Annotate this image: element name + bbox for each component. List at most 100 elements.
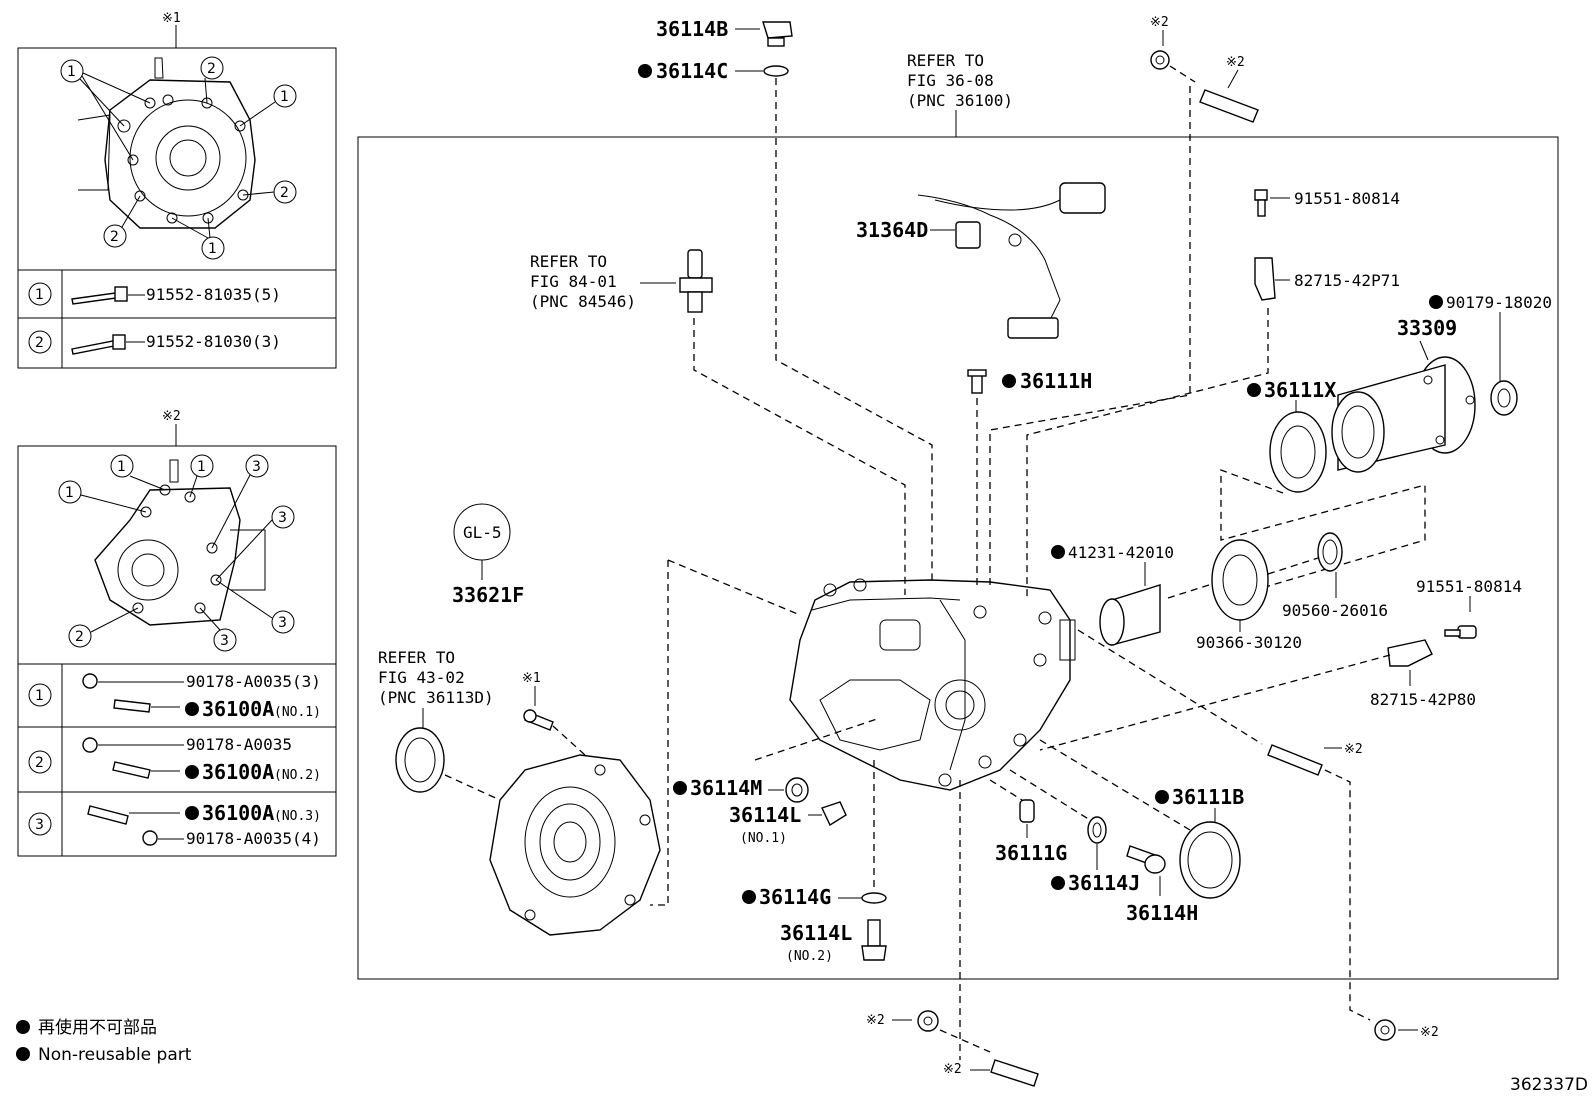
- mark-label: ※1: [522, 671, 541, 686]
- ref-line: (PNC 36100): [907, 91, 1013, 110]
- inset-1-callouts: 1 2 1 2 2 1: [60, 56, 297, 260]
- callout: 1: [208, 241, 217, 257]
- part-number: 36114G: [759, 885, 831, 909]
- part-note: (NO.2): [786, 949, 833, 964]
- differential-case: [789, 578, 1076, 791]
- part-number: 41231-42010: [1068, 543, 1174, 562]
- part-number: 36114L: [729, 803, 801, 827]
- nonreusable-dot: [1051, 545, 1065, 559]
- bottom-nut-mark-2: ※2: [866, 1010, 939, 1032]
- part-number: 90560-26016: [1282, 601, 1388, 620]
- bottom-right-nut-mark-2: ※2: [1374, 1019, 1439, 1041]
- part-number: 36114L: [780, 921, 852, 945]
- part-36111X-oil-seal: 36111X: [1247, 378, 1336, 493]
- part-number: 82715-42P80: [1370, 690, 1476, 709]
- callout: 2: [75, 629, 84, 645]
- mark-label: ※2: [943, 1062, 962, 1077]
- mark-label: ※2: [1150, 15, 1169, 30]
- part-number: 31364D: [856, 218, 928, 242]
- part-number: 36114M: [690, 776, 762, 800]
- callout: 1: [280, 89, 289, 105]
- ref-line: (PNC 84546): [530, 292, 636, 311]
- nonreusable-dot: [1247, 383, 1261, 397]
- part-note: (NO.2): [274, 768, 321, 783]
- part-number: 90178-A0035(4): [186, 829, 321, 848]
- inset-2-row-2: 2 90178-A0035 36100A (NO.2): [28, 735, 321, 784]
- ref-line: FIG 84-01: [530, 272, 617, 291]
- part-number: 90178-A0035: [186, 735, 292, 754]
- part-number: 36114C: [656, 59, 728, 83]
- part-number: 36111G: [995, 841, 1067, 865]
- right-stud-mark-2: ※2: [1267, 742, 1363, 776]
- ref-fig-36-08: REFER TO FIG 36-08 (PNC 36100): [907, 51, 1013, 137]
- part-number: 33621F: [452, 583, 524, 607]
- gl5-oil-label: GL-5 33621F: [452, 503, 524, 607]
- nonreusable-dot: [1051, 876, 1065, 890]
- part-82715-42P80: 82715-42P80: [1370, 639, 1476, 709]
- part-36111G: 36111G: [995, 799, 1067, 865]
- nonreusable-dot: [185, 702, 199, 716]
- row-num: 1: [35, 287, 44, 303]
- part-91551-80814-top: 91551-80814: [1254, 189, 1400, 217]
- callout: 2: [110, 229, 119, 245]
- gl5-text: GL-5: [463, 523, 502, 542]
- callout: 1: [65, 485, 74, 501]
- speed-sensor: [679, 249, 713, 313]
- part-41231-42010: 41231-42010: [1051, 543, 1174, 646]
- top-nut-mark-2: ※2: [1150, 15, 1196, 83]
- legend-en: Non-reusable part: [38, 1045, 192, 1065]
- part-number: 36100A: [202, 760, 274, 784]
- nonreusable-dot: [1429, 295, 1443, 309]
- inset-2-row-1: 1 90178-A0035(3) 36100A (NO.1): [28, 672, 321, 721]
- ref-line: FIG 36-08: [907, 71, 994, 90]
- row-num: 1: [35, 688, 44, 704]
- ref-line: REFER TO: [907, 51, 984, 70]
- inset-2-title: ※2: [162, 409, 181, 424]
- inset-2-case-drawing: [94, 459, 266, 626]
- row-num: 2: [35, 755, 44, 771]
- bolt-mark-1: ※1: [522, 671, 586, 756]
- ref-fig-43-02: REFER TO FIG 43-02 (PNC 36113D): [378, 648, 494, 730]
- part-number: 91552-81035(5): [146, 285, 281, 304]
- inset-1-row-1: 1 91552-81035(5): [28, 282, 281, 306]
- nonreusable-dot: [185, 806, 199, 820]
- part-91551-80814-right: 91551-80814: [1416, 577, 1522, 639]
- part-82715-42P71: 82715-42P71: [1254, 257, 1400, 301]
- part-36114L-no2: 36114L (NO.2): [780, 919, 887, 964]
- nonreusable-dot: [673, 781, 687, 795]
- callout: 2: [207, 61, 216, 77]
- callout: 1: [197, 459, 206, 475]
- mark-label: ※2: [1226, 55, 1245, 70]
- part-number: 90178-A0035(3): [186, 672, 321, 691]
- nonreusable-dot: [638, 64, 652, 78]
- part-number: 90179-18020: [1446, 293, 1552, 312]
- part-90179-18020: 90179-18020: [1429, 293, 1552, 416]
- part-36114B: 36114B: [656, 17, 793, 47]
- inset-1: ※1 1 2 1 2 2 1: [17, 11, 337, 369]
- row-num: 3: [35, 817, 44, 833]
- part-number: 36111H: [1020, 369, 1092, 393]
- ref-fig-84-01: REFER TO FIG 84-01 (PNC 84546): [530, 252, 676, 311]
- ref-line: (PNC 36113D): [378, 688, 494, 707]
- bottom-stud-mark-2: ※2: [943, 1059, 1039, 1087]
- part-36114H: 36114H: [1126, 845, 1198, 925]
- part-33309-companion-flange: 33309: [1331, 316, 1476, 473]
- part-31364D-wire-harness: 31364D: [856, 182, 1106, 339]
- part-number: 36114H: [1126, 901, 1198, 925]
- ref-line: FIG 43-02: [378, 668, 465, 687]
- inset-1-frame: [17, 47, 337, 369]
- nonreusable-dot: [185, 765, 199, 779]
- part-number: 36114B: [656, 17, 728, 41]
- main-frame: [357, 136, 1559, 980]
- callout: 3: [252, 459, 261, 475]
- part-number: 33309: [1397, 316, 1457, 340]
- callout: 3: [278, 615, 287, 631]
- part-36114G: 36114G: [742, 885, 887, 909]
- mark-label: ※2: [1420, 1025, 1439, 1040]
- part-number: 91551-80814: [1294, 189, 1400, 208]
- inset-1-case-drawing: [77, 57, 256, 229]
- nonreusable-dot: [1002, 374, 1016, 388]
- part-90366-30120: 90366-30120: [1196, 539, 1302, 652]
- part-number: 82715-42P71: [1294, 271, 1400, 290]
